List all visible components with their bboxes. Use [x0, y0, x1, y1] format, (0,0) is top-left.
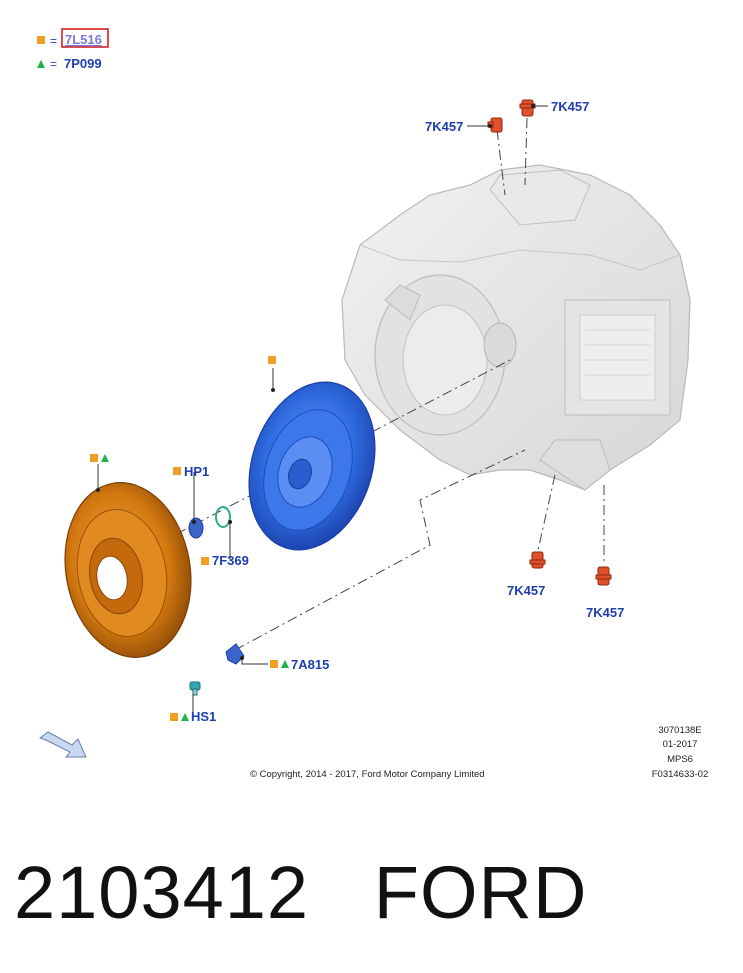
brand-name: FORD: [373, 851, 588, 934]
callout-sensor-top-left[interactable]: 7K457: [425, 119, 463, 134]
part-number: 2103412: [14, 851, 310, 934]
bracket-axis-line: [234, 449, 526, 651]
bolt-part: [189, 681, 201, 696]
square-marker-icon: [270, 660, 278, 668]
washer-part: [188, 517, 204, 539]
square-marker-icon: [37, 36, 45, 44]
callout-bracket[interactable]: 7A815: [291, 657, 329, 672]
callout-sensor-bottom-right[interactable]: 7K457: [586, 605, 624, 620]
triangle-marker-icon: [281, 660, 289, 668]
torque-converter: [248, 381, 376, 551]
info-line-3: MPS6: [667, 754, 693, 765]
sensor-bottom-left: [529, 551, 546, 569]
legend-square-code-link[interactable]: 7L516: [65, 32, 102, 47]
direction-arrow-icon: [38, 731, 87, 758]
legend-equals-1: =: [50, 34, 57, 48]
copyright-text: © Copyright, 2014 - 2017, Ford Motor Com…: [250, 769, 485, 780]
info-line-2: 01-2017: [663, 739, 698, 750]
legend-equals-2: =: [50, 57, 57, 71]
highlight-box: [61, 28, 109, 48]
triangle-marker-icon: [37, 60, 45, 68]
callout-sensor-top-right[interactable]: 7K457: [551, 99, 589, 114]
callout-sensor-bottom-left[interactable]: 7K457: [507, 583, 545, 598]
callout-seal[interactable]: 7F369: [212, 553, 249, 568]
square-marker-icon: [268, 356, 276, 364]
legend: = 7L516 = 7P099: [37, 28, 109, 71]
square-marker-icon: [170, 713, 178, 721]
part-number-heading: 2103412 FORD: [14, 850, 587, 935]
converter-cover: [64, 482, 192, 658]
square-marker-icon: [90, 454, 98, 462]
triangle-marker-icon: [181, 713, 189, 721]
transmission-case: [341, 164, 691, 491]
square-marker-icon: [201, 557, 209, 565]
callout-hs1[interactable]: HS1: [191, 709, 216, 724]
seal-ring-part: [215, 506, 231, 528]
sensor-top-right: [519, 99, 536, 117]
triangle-marker-icon: [101, 454, 109, 462]
info-line-1: 3070138E: [658, 725, 701, 736]
square-marker-icon: [173, 467, 181, 475]
info-line-4: F0314633-02: [652, 769, 709, 780]
legend-triangle-code: 7P099: [64, 56, 102, 71]
bracket-part: [225, 643, 245, 665]
sensor-bottom-right: [595, 566, 612, 586]
callout-hp1[interactable]: HP1: [184, 464, 209, 479]
